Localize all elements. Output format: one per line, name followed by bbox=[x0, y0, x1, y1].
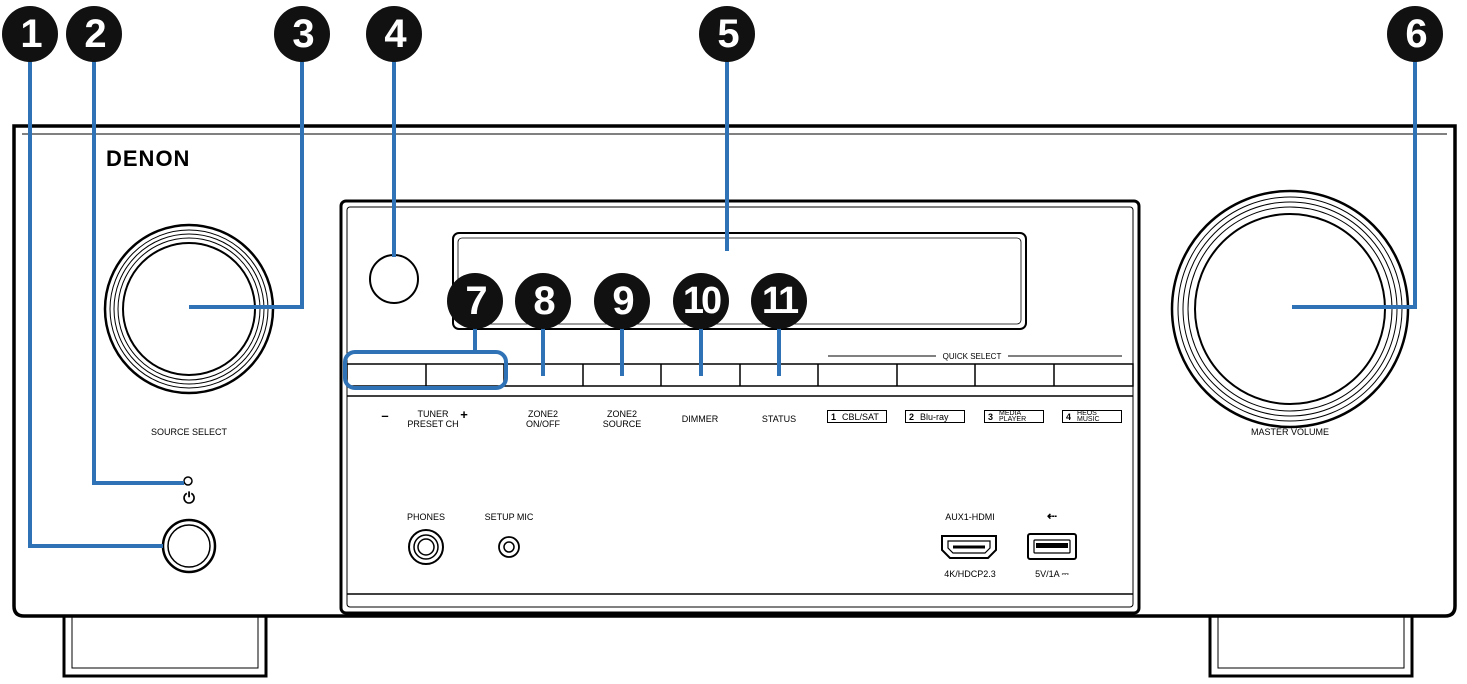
tuner-minus-label: – bbox=[381, 408, 389, 423]
status-label: STATUS bbox=[761, 414, 797, 424]
callout-7: 7 bbox=[447, 273, 503, 329]
source-select-label: SOURCE SELECT bbox=[150, 427, 228, 437]
power-indicator-led bbox=[183, 476, 193, 486]
zone2-onoff-label: ZONE2 ON/OFF bbox=[526, 409, 560, 429]
callout-4: 4 bbox=[366, 6, 422, 62]
usb-spec-label: 5V/1A ⎓ bbox=[1035, 569, 1069, 579]
phones-jack bbox=[408, 529, 444, 565]
display-window bbox=[452, 232, 1027, 330]
right-foot bbox=[1208, 616, 1414, 678]
usb-port bbox=[1027, 533, 1077, 560]
callout-9: 9 bbox=[594, 273, 650, 329]
setup-mic-jack bbox=[498, 536, 520, 558]
callout-2: 2 bbox=[66, 6, 122, 62]
power-symbol-icon: ⏻ bbox=[183, 490, 195, 507]
callout-3: 3 bbox=[274, 6, 330, 62]
callout-10: 10 bbox=[673, 273, 729, 329]
dimmer-label: DIMMER bbox=[681, 414, 719, 424]
remote-sensor bbox=[369, 254, 419, 304]
tuner-plus-label: + bbox=[460, 407, 468, 422]
usb-icon: ⇠ bbox=[1046, 509, 1058, 523]
left-foot bbox=[62, 616, 268, 678]
power-button-outline bbox=[161, 518, 217, 574]
tuner-preset-label: TUNER PRESET CH bbox=[407, 409, 459, 429]
hdmi-spec-label: 4K/HDCP2.3 bbox=[944, 569, 996, 579]
chassis-outline bbox=[12, 124, 1457, 618]
callout-1: 1 bbox=[2, 6, 58, 62]
zone2-source-label: ZONE2 SOURCE bbox=[602, 409, 642, 429]
quick-select-label: QUICK SELECT bbox=[936, 352, 1008, 362]
callout-lines bbox=[28, 58, 1417, 548]
master-volume-label: MASTER VOLUME bbox=[1250, 427, 1329, 437]
callout-11: 11 bbox=[751, 273, 807, 329]
callout-8: 8 bbox=[515, 273, 571, 329]
aux-hdmi-label: AUX1-HDMI bbox=[945, 512, 995, 522]
brand-logo: DENON bbox=[106, 146, 191, 171]
hdmi-port bbox=[941, 535, 997, 559]
callout-5: 5 bbox=[699, 6, 755, 62]
phones-label: PHONES bbox=[406, 512, 445, 522]
setup-mic-label: SETUP MIC bbox=[484, 512, 534, 522]
tuner-preset-bracket bbox=[343, 350, 508, 390]
center-panel bbox=[339, 199, 1141, 615]
callout-6: 6 bbox=[1387, 6, 1443, 62]
